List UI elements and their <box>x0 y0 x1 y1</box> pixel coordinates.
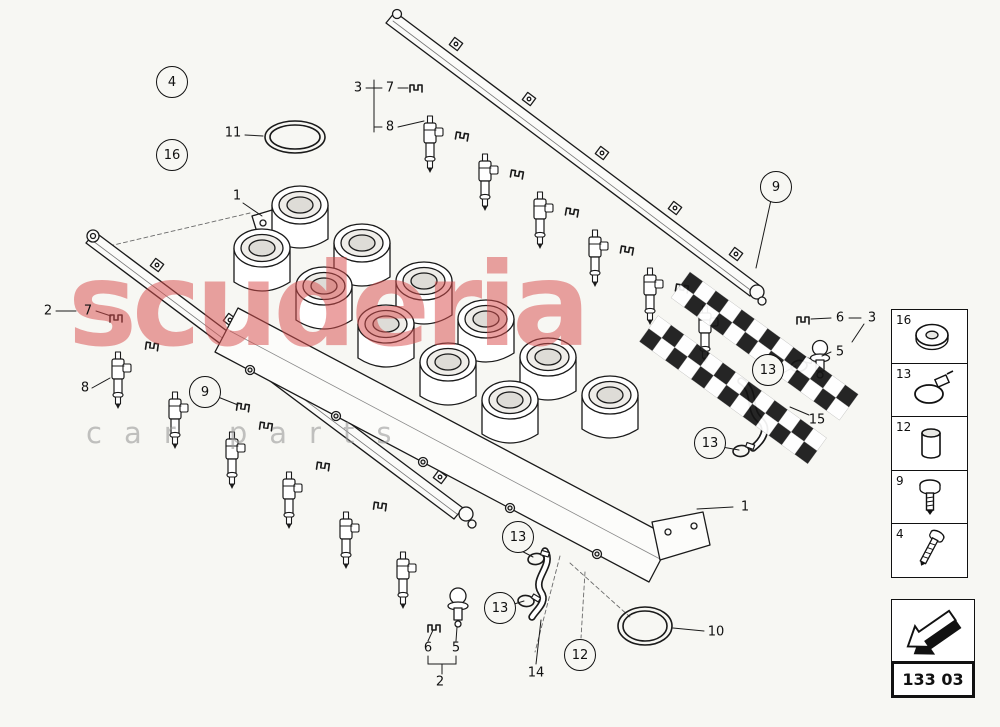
rail-end-fitting <box>458 506 474 522</box>
top-rail-clips <box>409 84 690 294</box>
legend-item-label: 12 <box>896 420 912 434</box>
page-ref-box: 133 03 <box>891 599 975 698</box>
legend-item-label: 9 <box>896 473 904 488</box>
legend-item-13: 13 <box>891 362 968 418</box>
rail-end-fitting <box>749 284 765 300</box>
washer-icon <box>915 323 949 351</box>
gasket-10 <box>617 606 673 646</box>
checkered-flag <box>639 271 859 464</box>
rail-mount-tabs <box>448 36 744 262</box>
legend-item-label: 16 <box>896 313 912 327</box>
clip-6-bottom <box>427 624 441 633</box>
legend-item-4: 4 <box>891 523 968 578</box>
page-ref-arrow <box>892 600 974 662</box>
legend-panel: 16 13 12 9 <box>891 309 968 578</box>
page-code: 133 03 <box>891 661 975 698</box>
intake-trumpets <box>233 185 639 444</box>
bolt-icon <box>919 529 945 566</box>
manifold-end-flange <box>651 511 711 561</box>
clamp-icon <box>914 369 954 404</box>
screw-icon <box>919 478 941 515</box>
regulator-right <box>809 339 831 379</box>
clip-6-right <box>796 316 810 325</box>
legend-item-label: 13 <box>896 366 912 381</box>
legend-item-12: 12 <box>891 416 968 471</box>
construction-lines <box>104 212 631 653</box>
legend-item-16: 16 <box>891 309 968 364</box>
bushing-icon <box>921 428 941 459</box>
manifold-flanges <box>244 364 603 560</box>
legend-item-9: 9 <box>891 469 968 525</box>
legend-item-label: 4 <box>896 527 904 541</box>
top-fuel-rail <box>385 8 767 306</box>
direction-arrow-icon <box>906 609 962 655</box>
gasket-11 <box>264 120 326 154</box>
regulator-bottom <box>447 587 469 628</box>
hose-14 <box>528 547 551 621</box>
